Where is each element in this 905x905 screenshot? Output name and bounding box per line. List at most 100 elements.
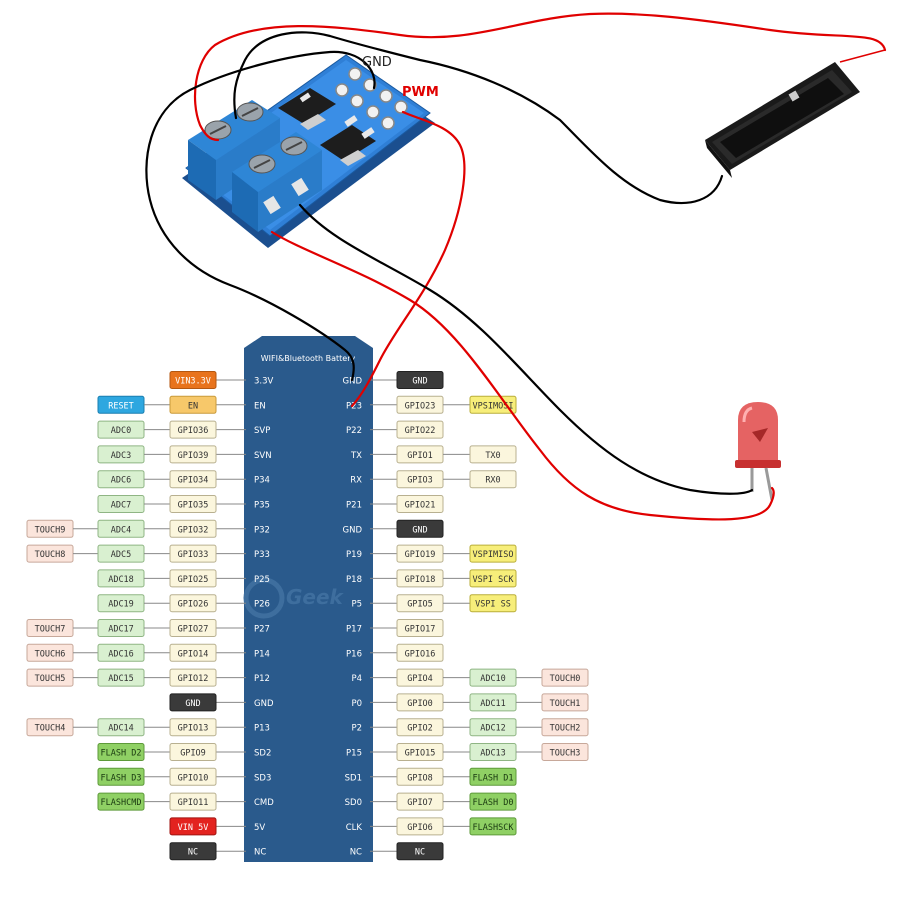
right-tag: TOUCH2 xyxy=(541,718,589,737)
svg-text:TX0: TX0 xyxy=(485,451,500,461)
svg-text:GPIO18: GPIO18 xyxy=(405,575,436,585)
svg-text:GPIO4: GPIO4 xyxy=(407,674,433,684)
svg-text:NC: NC xyxy=(188,848,198,858)
right-tag: GPIO21 xyxy=(396,495,444,513)
svg-text:GPIO3: GPIO3 xyxy=(407,476,433,486)
svg-text:ADC10: ADC10 xyxy=(480,674,506,684)
left-tag: ADC14 xyxy=(97,718,145,737)
right-tag: RX0 xyxy=(469,470,517,489)
svg-text:GND: GND xyxy=(412,377,427,387)
svg-text:GPIO27: GPIO27 xyxy=(178,625,209,635)
wire-pwm-signal xyxy=(350,110,466,408)
svg-text:GPIO32: GPIO32 xyxy=(178,525,209,535)
right-pin-label: GND xyxy=(343,525,363,535)
right-tag: TOUCH3 xyxy=(541,743,589,761)
right-tag: GPIO23 xyxy=(396,395,444,414)
svg-text:GPIO15: GPIO15 xyxy=(405,749,436,759)
svg-text:GPIO23: GPIO23 xyxy=(405,401,436,411)
left-tag: ADC19 xyxy=(97,594,145,613)
right-tag: GPIO3 xyxy=(396,470,444,489)
left-tag: EN xyxy=(169,395,217,414)
right-tag: TOUCH1 xyxy=(541,693,589,712)
right-tag: GPIO2 xyxy=(396,718,444,737)
svg-text:ADC15: ADC15 xyxy=(108,674,134,684)
svg-text:ADC0: ADC0 xyxy=(111,426,131,436)
left-tag: GPIO36 xyxy=(169,420,217,439)
left-tag: TOUCH5 xyxy=(26,668,74,687)
left-tag: ADC17 xyxy=(97,619,145,637)
wire-led-positive xyxy=(270,230,775,521)
svg-text:GPIO25: GPIO25 xyxy=(178,575,209,585)
right-tag: ADC13 xyxy=(469,743,517,761)
right-pin-label: P19 xyxy=(346,550,362,560)
svg-text:GND: GND xyxy=(185,699,200,709)
left-pin-label: SD2 xyxy=(254,749,271,759)
right-tag: GPIO6 xyxy=(396,817,444,836)
svg-text:TOUCH4: TOUCH4 xyxy=(35,724,66,734)
right-pin-label: SD1 xyxy=(345,773,362,783)
right-pin-label: GND xyxy=(343,377,363,387)
left-pin-label: P13 xyxy=(254,724,270,734)
right-tag: GPIO4 xyxy=(396,668,444,687)
battery-holder xyxy=(705,49,886,178)
left-tag: GPIO35 xyxy=(169,495,217,513)
left-tag: GPIO11 xyxy=(169,792,217,811)
svg-text:GPIO11: GPIO11 xyxy=(178,798,209,808)
left-tag: ADC0 xyxy=(97,420,145,439)
right-tag: ADC10 xyxy=(469,668,517,687)
left-tag: FLASH D3 xyxy=(97,767,145,786)
left-tag: GPIO25 xyxy=(169,569,217,588)
left-pin-label: CMD xyxy=(254,798,274,808)
left-tag: GPIO13 xyxy=(169,718,217,737)
svg-text:GPIO10: GPIO10 xyxy=(178,773,209,783)
svg-text:VSPIMISO: VSPIMISO xyxy=(473,550,514,560)
left-tag: GPIO39 xyxy=(169,445,217,464)
left-tag: TOUCH7 xyxy=(26,619,74,637)
svg-text:ADC13: ADC13 xyxy=(480,749,506,759)
mosfet-module xyxy=(182,54,435,248)
wire-battery-negative xyxy=(233,31,724,204)
svg-text:GPIO1: GPIO1 xyxy=(407,451,433,461)
right-tag: ADC12 xyxy=(469,718,517,737)
left-tag: ADC6 xyxy=(97,470,145,489)
svg-text:GPIO35: GPIO35 xyxy=(178,501,209,511)
terminal-block-1 xyxy=(188,100,280,200)
left-tag: GPIO32 xyxy=(169,519,217,538)
svg-text:NC: NC xyxy=(415,848,425,858)
right-tag: GPIO1 xyxy=(396,445,444,464)
svg-text:TOUCH7: TOUCH7 xyxy=(35,625,66,635)
svg-text:VPSIMOSI: VPSIMOSI xyxy=(473,401,514,411)
svg-text:VSPI SS: VSPI SS xyxy=(475,600,511,610)
right-tag: VSPI SS xyxy=(469,594,517,613)
right-pin-label: RX xyxy=(350,476,362,486)
right-tag: TX0 xyxy=(469,445,517,464)
left-tag: TOUCH4 xyxy=(26,718,74,737)
svg-text:ADC14: ADC14 xyxy=(108,724,134,734)
left-pin-label: P25 xyxy=(254,575,270,585)
left-tag: ADC5 xyxy=(97,544,145,563)
svg-text:EN: EN xyxy=(188,401,198,411)
left-tag: ADC4 xyxy=(97,519,145,538)
right-pin-label: P17 xyxy=(346,625,362,635)
left-tag: NC xyxy=(169,842,217,861)
svg-text:GPIO5: GPIO5 xyxy=(407,600,433,610)
right-tag: VPSIMOSI xyxy=(469,395,517,414)
left-tag: ADC7 xyxy=(97,495,145,513)
right-pin-label: P22 xyxy=(346,426,362,436)
svg-text:ADC11: ADC11 xyxy=(480,699,506,709)
svg-text:ADC16: ADC16 xyxy=(108,649,134,659)
left-pin-label: EN xyxy=(254,401,266,411)
right-tag: GPIO22 xyxy=(396,420,444,439)
left-pin-label: 5V xyxy=(254,823,265,833)
left-pin-label: SD3 xyxy=(254,773,271,783)
right-pin-label: P5 xyxy=(351,600,362,610)
right-pin-label: P4 xyxy=(351,674,362,684)
left-pin-label: P14 xyxy=(254,649,270,659)
left-tag: ADC16 xyxy=(97,643,145,662)
right-tag: TOUCH0 xyxy=(541,668,589,687)
svg-text:TOUCH5: TOUCH5 xyxy=(35,674,66,684)
left-pin-label: SVN xyxy=(254,451,272,461)
header-pins xyxy=(335,67,408,130)
left-tag: GPIO34 xyxy=(169,470,217,489)
left-tag: VIN3.3V xyxy=(169,371,217,389)
